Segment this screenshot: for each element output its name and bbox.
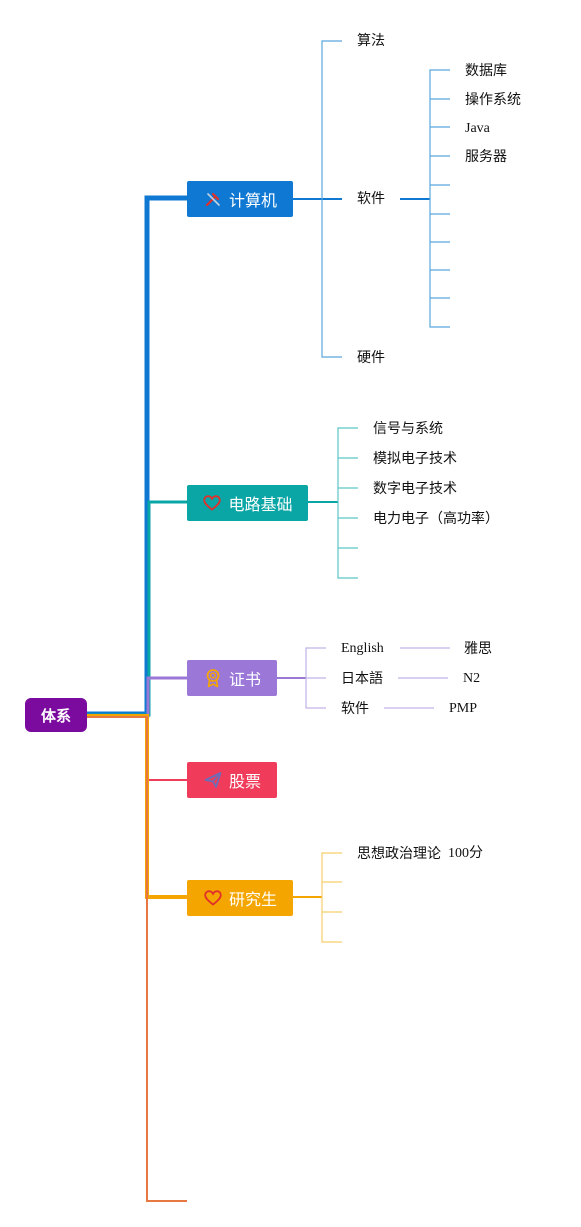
node-hardware[interactable]: 硬件 bbox=[357, 350, 385, 366]
node-n2[interactable]: N2 bbox=[463, 671, 481, 686]
branch-line-certificate bbox=[86, 676, 187, 718]
node-stocks-label: 股票 bbox=[228, 772, 261, 791]
line-computer-bracket bbox=[321, 40, 342, 358]
branch-line-graduate bbox=[86, 714, 187, 899]
branch-line-computer bbox=[86, 195, 187, 717]
tools-icon bbox=[203, 189, 223, 209]
node-ielts[interactable]: 雅思 bbox=[464, 641, 492, 657]
node-graduate[interactable]: 研究生 bbox=[187, 880, 293, 916]
node-analog-electronics[interactable]: 模拟电子技术 bbox=[373, 451, 457, 467]
node-japanese[interactable]: 日本語 bbox=[341, 671, 383, 687]
node-database[interactable]: 数据库 bbox=[465, 63, 507, 79]
node-english[interactable]: English bbox=[341, 641, 384, 656]
node-cert-software[interactable]: 软件 bbox=[341, 701, 369, 717]
branch-line-stocks bbox=[86, 716, 187, 781]
node-computer[interactable]: 计算机 bbox=[187, 181, 293, 217]
node-political-theory[interactable]: 思想政治理论 bbox=[357, 846, 441, 862]
branch-line-circuit bbox=[86, 500, 187, 717]
node-certificate-label: 证书 bbox=[228, 670, 261, 689]
node-political-theory-score: 100分 bbox=[448, 846, 483, 861]
node-stocks[interactable]: 股票 bbox=[187, 762, 277, 798]
node-graduate-label: 研究生 bbox=[228, 890, 277, 909]
heart-icon bbox=[202, 493, 222, 513]
node-signals-systems[interactable]: 信号与系统 bbox=[373, 421, 443, 437]
node-circuit-label: 电路基础 bbox=[228, 495, 293, 514]
heart-icon bbox=[203, 888, 223, 908]
node-software[interactable]: 软件 bbox=[357, 191, 385, 207]
node-power-electronics[interactable]: 电力电子（高功率） bbox=[373, 511, 499, 527]
paper-plane-icon bbox=[203, 770, 223, 790]
node-operating-system[interactable]: 操作系统 bbox=[465, 92, 521, 108]
root-label: 体系 bbox=[40, 706, 71, 725]
node-java[interactable]: Java bbox=[465, 121, 490, 136]
node-circuit[interactable]: 电路基础 bbox=[187, 485, 308, 521]
branch-line-empty bbox=[86, 716, 187, 1202]
node-pmp[interactable]: PMP bbox=[449, 701, 478, 716]
node-certificate[interactable]: 证书 bbox=[187, 660, 277, 696]
line-software-bracket bbox=[429, 69, 450, 328]
root-node[interactable]: 体系 bbox=[25, 698, 87, 732]
node-algorithm[interactable]: 算法 bbox=[357, 33, 385, 49]
node-digital-electronics[interactable]: 数字电子技术 bbox=[373, 481, 457, 497]
node-server[interactable]: 服务器 bbox=[465, 149, 507, 165]
award-icon bbox=[203, 668, 223, 688]
node-computer-label: 计算机 bbox=[228, 191, 277, 210]
